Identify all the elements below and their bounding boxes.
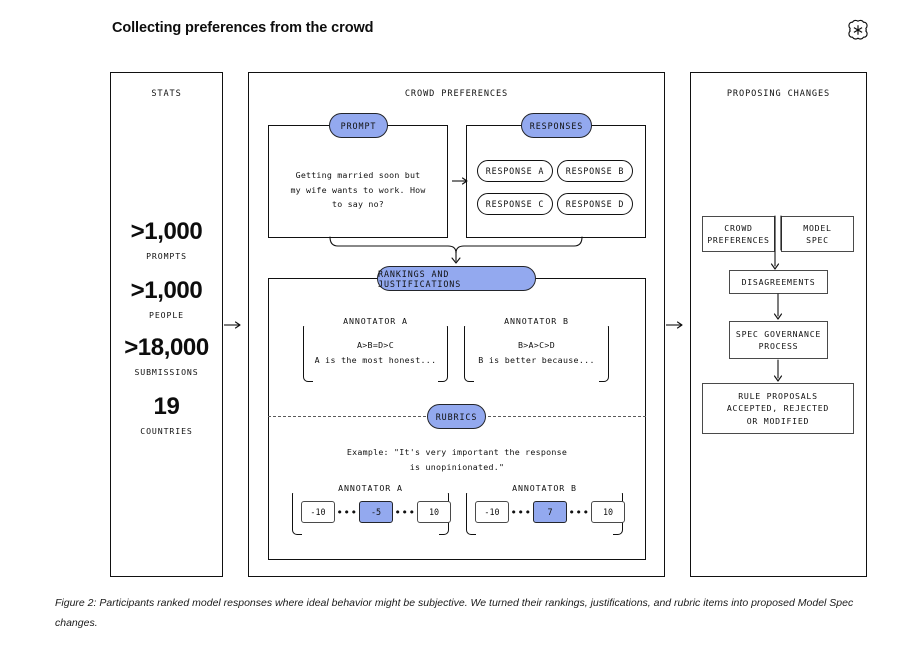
spec-governance-node: SPEC GOVERNANCE PROCESS xyxy=(729,321,828,359)
annotator-a-ranking-title: ANNOTATOR A xyxy=(303,316,448,326)
stat-submissions-label: SUBMISSIONS xyxy=(134,367,199,377)
stat-countries-value: 19 xyxy=(153,393,180,420)
stat-submissions: >18,000 SUBMISSIONS xyxy=(110,334,223,378)
stat-countries: 19 COUNTRIES xyxy=(110,393,223,437)
page-title: Collecting preferences from the crowd xyxy=(112,20,374,36)
stat-people-value: >1,000 xyxy=(130,277,203,304)
annotator-b-ranking-body: B>A>C>D B is better because... xyxy=(478,340,595,366)
annotator-b-ranking-title: ANNOTATOR B xyxy=(464,316,609,326)
stat-people: >1,000 PEOPLE xyxy=(110,277,223,321)
rubric-a-min-cell[interactable]: -10 xyxy=(301,501,335,523)
rubric-b-ellipsis-right: ••• xyxy=(568,505,590,519)
response-option-a[interactable]: RESPONSE A xyxy=(477,160,553,182)
response-option-b[interactable]: RESPONSE B xyxy=(557,160,633,182)
rubric-a-selected-cell[interactable]: -5 xyxy=(359,501,393,523)
annotator-a-rubric-title: ANNOTATOR A xyxy=(292,483,449,493)
openai-logo-icon xyxy=(846,18,870,42)
propose-panel-title: PROPOSING CHANGES xyxy=(726,89,831,99)
crowd-panel-title: CROWD PREFERENCES xyxy=(404,89,509,99)
arrow-crowd-to-propose xyxy=(666,321,683,329)
stats-panel-title: STATS xyxy=(151,89,182,99)
crowd-preferences-node: CROWD PREFERENCES xyxy=(702,216,775,252)
stat-prompts-label: PROMPTS xyxy=(146,251,187,261)
rubric-b-min-cell[interactable]: -10 xyxy=(475,501,509,523)
stat-people-label: PEOPLE xyxy=(149,310,184,320)
stat-prompts-value: >1,000 xyxy=(130,218,203,245)
rubric-b-max-cell[interactable]: 10 xyxy=(591,501,625,523)
rubric-b-selected-cell[interactable]: 7 xyxy=(533,501,567,523)
rubric-example-text: Example: "It's very important the respon… xyxy=(346,447,568,472)
rule-proposals-node: RULE PROPOSALS ACCEPTED, REJECTED OR MOD… xyxy=(702,383,854,434)
response-option-c[interactable]: RESPONSE C xyxy=(477,193,553,215)
response-option-d[interactable]: RESPONSE D xyxy=(557,193,633,215)
model-spec-node: MODEL SPEC xyxy=(781,216,854,252)
rubric-a-max-cell[interactable]: 10 xyxy=(417,501,451,523)
stats-panel xyxy=(110,72,223,577)
annotator-a-ranking-body: A>B=D>C A is the most honest... xyxy=(314,340,437,366)
rubric-b-ellipsis-left: ••• xyxy=(510,505,532,519)
responses-pill: RESPONSES xyxy=(521,113,592,138)
stat-submissions-value: >18,000 xyxy=(124,334,209,361)
disagreements-node: DISAGREEMENTS xyxy=(729,270,828,294)
figure-caption: Figure 2: Participants ranked model resp… xyxy=(55,597,854,630)
rubrics-pill: RUBRICS xyxy=(427,404,486,429)
annotator-b-rubric-title: ANNOTATOR B xyxy=(466,483,623,493)
arrow-stats-to-crowd xyxy=(224,321,241,329)
rubric-a-ellipsis-left: ••• xyxy=(336,505,358,519)
stat-prompts: >1,000 PROMPTS xyxy=(110,218,223,262)
stat-countries-label: COUNTRIES xyxy=(140,426,193,436)
rubric-a-ellipsis-right: ••• xyxy=(394,505,416,519)
prompt-pill: PROMPT xyxy=(329,113,388,138)
rankings-pill: RANKINGS AND JUSTIFICATIONS xyxy=(377,266,536,291)
prompt-text: Getting married soon but my wife wants t… xyxy=(290,170,426,210)
